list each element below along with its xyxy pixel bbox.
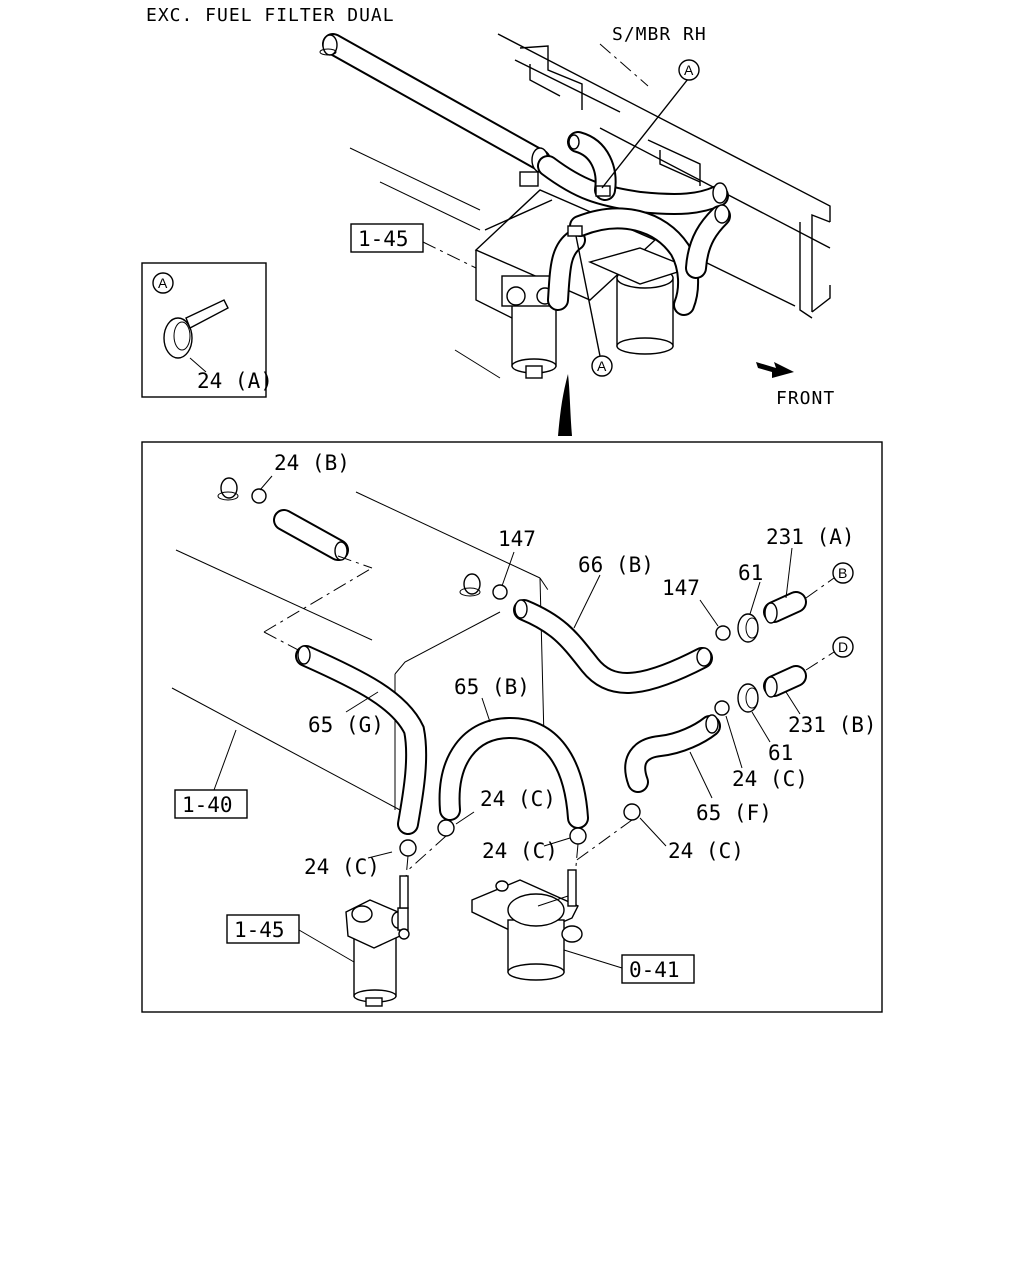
frame-body [171, 491, 549, 811]
ref-box-right-filter [621, 954, 695, 984]
member-label: S/MBR RH [612, 24, 707, 45]
clamp-61-upper [737, 547, 835, 643]
clamp-61-lower [737, 651, 835, 743]
left-filter [345, 875, 410, 1007]
part-24c-1: 24 (C) [732, 767, 808, 791]
callout-d [832, 636, 854, 658]
callout-a2 [591, 355, 613, 377]
part-65b: 65 (B) [454, 675, 530, 699]
callout-a1-text: A [684, 62, 694, 78]
detail-inset-marker: A [158, 275, 168, 291]
part-61-upper: 61 [738, 561, 763, 585]
top-filter-assembly [474, 185, 731, 379]
ref-box-left-filter [226, 914, 300, 944]
part-24c-5: 24 (C) [668, 839, 744, 863]
clip-147-right [699, 599, 731, 641]
front-label: FRONT [776, 388, 835, 409]
clips-24c-lower [367, 803, 667, 901]
callout-a1 [678, 59, 700, 81]
ref-box-top-filter [350, 223, 424, 253]
part-65g: 65 (G) [308, 713, 384, 737]
part-231a: 231 (A) [766, 525, 855, 549]
frame-outline [349, 147, 501, 379]
title-text: EXC. FUEL FILTER DUAL [146, 5, 395, 26]
ref-left-filter: 1-45 [234, 918, 285, 942]
part-147-top: 147 [498, 527, 536, 551]
part-24c-3: 24 (C) [304, 855, 380, 879]
hose-65g [295, 645, 428, 835]
detail-inset-part: 24 (A) [197, 369, 273, 393]
hose-65b [438, 697, 589, 829]
ref-top-filter: 1-45 [358, 227, 409, 251]
part-61-lower: 61 [768, 741, 793, 765]
ref-frame: 1-40 [182, 793, 233, 817]
upper-pipe [319, 33, 729, 215]
ref-box-frame [174, 789, 248, 819]
part-65f: 65 (F) [696, 801, 772, 825]
ref-right-filter: 0-41 [629, 958, 680, 982]
clip-147-top [459, 551, 515, 600]
callout-a2-text: A [597, 358, 607, 374]
part-24c-2: 24 (C) [480, 787, 556, 811]
right-filter [471, 869, 583, 981]
hose-66b [513, 574, 713, 694]
clip-24b-area [217, 475, 373, 569]
part-147-right: 147 [662, 576, 700, 600]
hose-65f [624, 700, 743, 799]
part-24b: 24 (B) [274, 451, 350, 475]
callout-b [832, 562, 854, 584]
detail-arrow [558, 374, 572, 436]
callout-b-text: B [838, 565, 847, 581]
part-24c-4: 24 (C) [482, 839, 558, 863]
part-66b: 66 (B) [578, 553, 654, 577]
front-indicator [756, 362, 794, 378]
callout-d-text: D [838, 639, 848, 655]
detail-inset: A 24 (A) [141, 262, 273, 398]
part-231b: 231 (B) [788, 713, 877, 737]
